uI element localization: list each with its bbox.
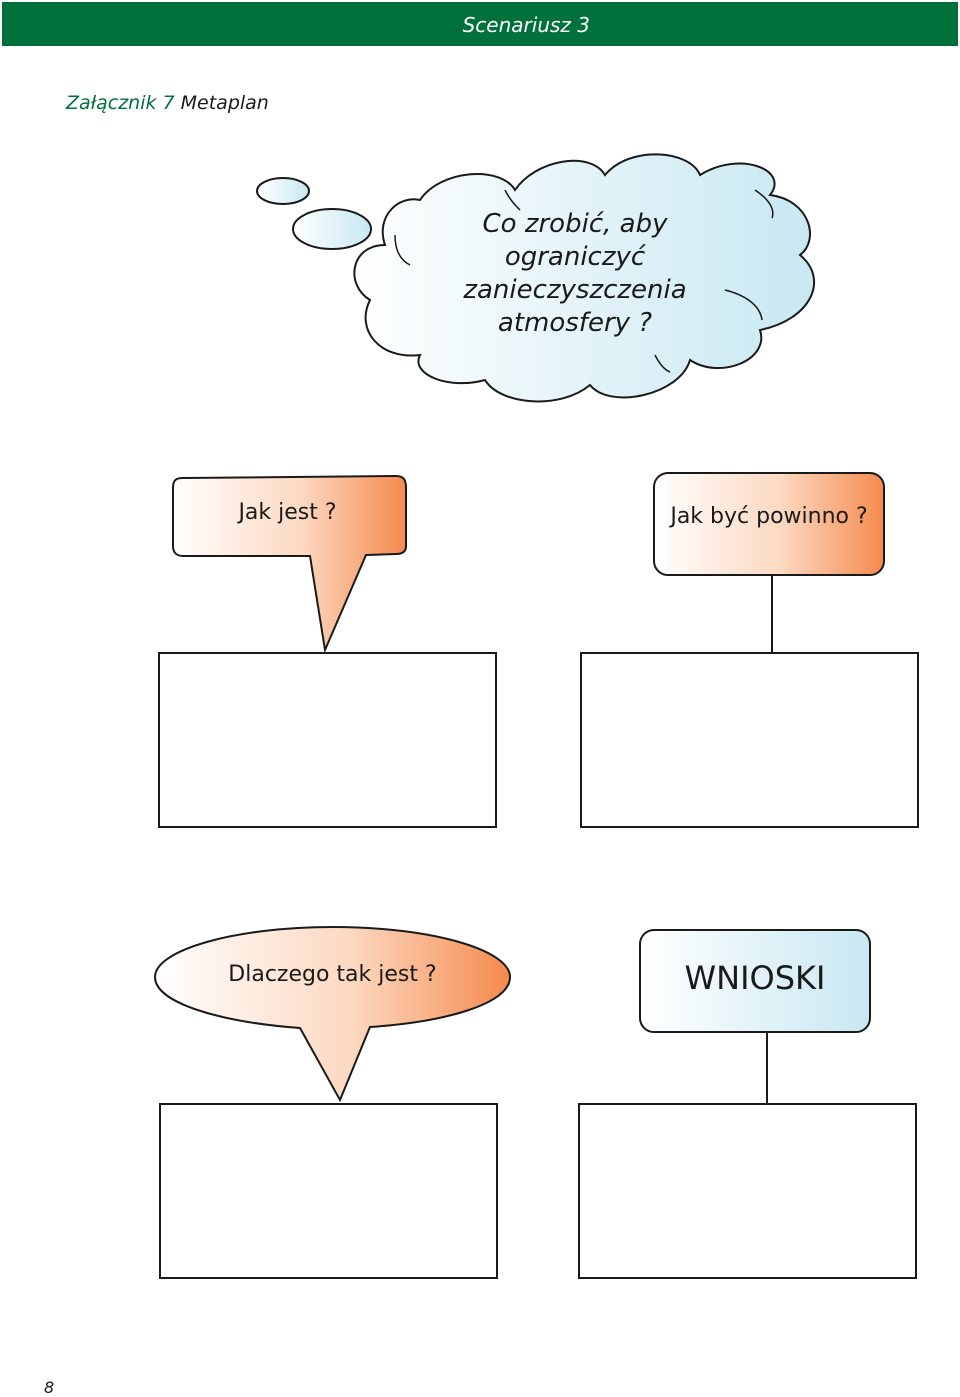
answer-box-3 [159, 1103, 498, 1279]
answer-box-2 [580, 652, 919, 828]
thought-bubble-small [256, 177, 310, 205]
annex-label: Załącznik 7 [66, 92, 175, 114]
header-bar: Scenariusz 3 [2, 2, 958, 46]
label-jak-byc: Jak być powinno ? [670, 504, 868, 529]
cloud-inner-curve [504, 189, 521, 211]
cloud-inner-curve [654, 354, 671, 373]
box-jak-byc [653, 472, 885, 576]
cloud-line: atmosfery ? [497, 308, 653, 338]
label-wnioski: WNIOSKI [684, 959, 826, 997]
callout-dlaczego [153, 925, 512, 1103]
answer-box-1 [158, 652, 497, 828]
question-cloud [353, 153, 816, 403]
cloud-line: ograniczyć [504, 242, 646, 272]
cloud-inner-curve [394, 234, 411, 266]
cloud-line: Co zrobić, aby [482, 209, 668, 239]
header-title: Scenariusz 3 [462, 13, 590, 37]
label-dlaczego: Dlaczego tak jest ? [228, 962, 437, 987]
cloud-question: Co zrobić, aby ograniczyć zanieczyszczen… [410, 208, 740, 340]
annex-title: Metaplan [180, 92, 269, 114]
callout-jak-jest [172, 474, 407, 654]
page-number: 8 [44, 1378, 55, 1397]
cloud-inner-curve [724, 289, 763, 321]
box-wnioski [639, 929, 871, 1033]
cloud-line: zanieczyszczenia [463, 275, 687, 305]
thought-bubble-medium [292, 208, 372, 250]
label-jak-jest: Jak jest ? [238, 500, 337, 525]
cloud-inner-curve [754, 189, 774, 219]
answer-box-4 [578, 1103, 917, 1279]
